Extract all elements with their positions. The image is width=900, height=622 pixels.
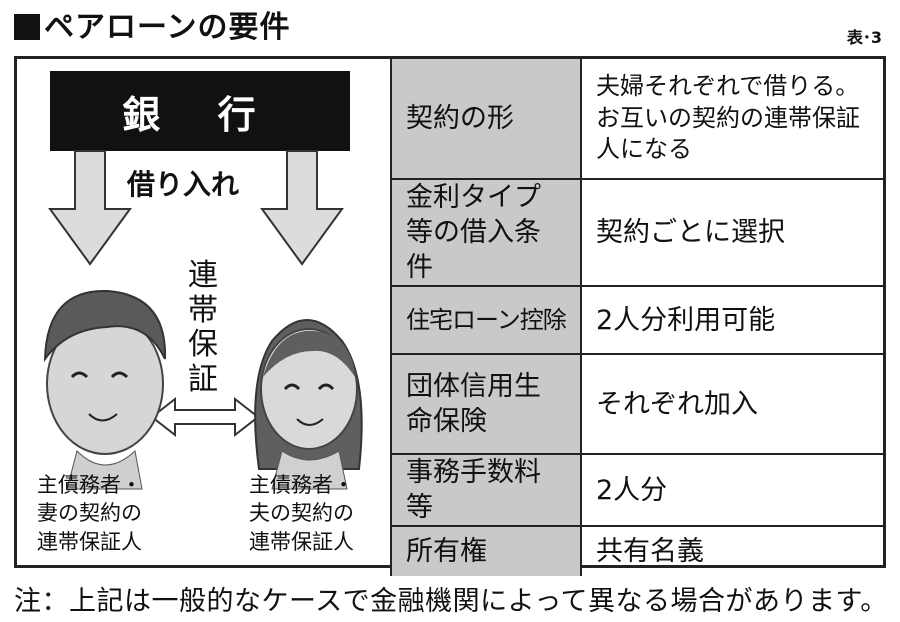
table-row: 事務手数料等 2人分 (390, 453, 883, 528)
row-value: 契約ごとに選択 (580, 177, 883, 288)
husband-caption: 主債務者・ 夫の契約の 連帯保証人 (249, 473, 354, 554)
table-row: 住宅ローン控除 2人分利用可能 (390, 285, 883, 356)
row-value: 2人分 (580, 453, 883, 528)
page-title: ペアローンの要件 (14, 8, 291, 48)
guarantee-label: 連帯保証 (188, 258, 218, 397)
requirements-frame: 銀 行 (14, 56, 886, 577)
row-label: 契約の形 (390, 59, 582, 180)
requirements-table: 契約の形 夫婦それぞれで借りる。お互いの契約の連帯保証人になる 金利タイプ等の借… (390, 59, 883, 577)
borrow-label: 借り入れ (127, 168, 240, 201)
row-label: 住宅ローン控除 (390, 285, 582, 356)
table-row: 金利タイプ等の借入条件 契約ごとに選択 (390, 177, 883, 288)
pair-loan-illustration: 銀 行 (17, 59, 390, 565)
row-label: 事務手数料等 (390, 453, 582, 528)
row-value: 夫婦それぞれで借りる。お互いの契約の連帯保証人になる (580, 59, 883, 180)
bank-label: 銀 行 (50, 71, 350, 151)
left-down-arrow-icon (48, 150, 132, 266)
row-value: それぞれ加入 (580, 353, 883, 456)
husband-illustration (43, 289, 167, 490)
row-value: 2人分利用可能 (580, 285, 883, 356)
row-label: 団体信用生命保険 (390, 353, 582, 456)
wife-illustration (254, 319, 363, 490)
table-row: 所有権 共有名義 (390, 525, 883, 577)
double-arrow-icon (150, 396, 260, 438)
illustration-graphics (43, 150, 363, 490)
title-text: ペアローンの要件 (44, 10, 291, 45)
table-row: 団体信用生命保険 それぞれ加入 (390, 353, 883, 456)
row-value: 共有名義 (580, 525, 883, 577)
table-number: 表･3 (846, 28, 882, 47)
right-down-arrow-icon (260, 150, 344, 266)
wife-caption: 主債務者・ 妻の契約の 連帯保証人 (37, 473, 142, 554)
row-label: 所有権 (390, 525, 582, 577)
title-square-icon (14, 14, 40, 40)
row-label: 金利タイプ等の借入条件 (390, 177, 582, 288)
footnote: 注：上記は一般的なケースで金融機関によって異なる場合があります。 (14, 586, 888, 617)
table-row: 契約の形 夫婦それぞれで借りる。お互いの契約の連帯保証人になる (390, 59, 883, 180)
